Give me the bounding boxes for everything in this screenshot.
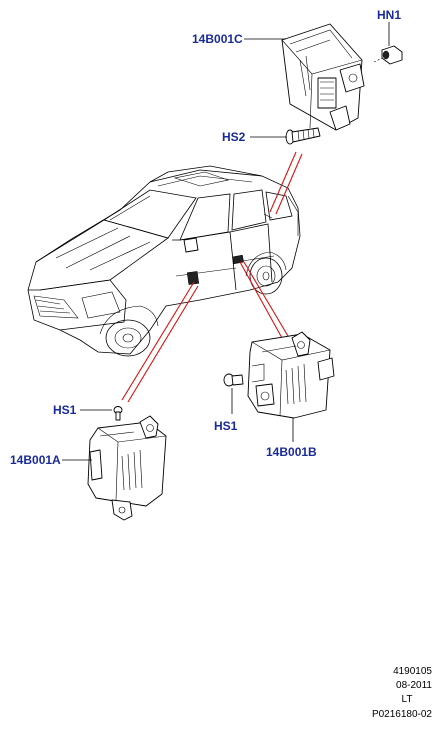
callout-14b001c: 14B001C	[192, 32, 243, 46]
module-14b001c	[281, 23, 365, 131]
module-14b001a	[87, 415, 167, 521]
ref-code: LT	[402, 694, 413, 705]
callout-hs1-right: HS1	[214, 419, 238, 433]
callout-hn1: HN1	[377, 8, 401, 22]
callout-leaders	[62, 22, 390, 461]
callout-hs2: HS2	[222, 130, 246, 144]
callout-14b001b: 14B001B	[266, 445, 317, 459]
callout-hs1-left: HS1	[53, 403, 77, 417]
ref-number: 4190105	[393, 666, 432, 677]
nut-hn1	[373, 45, 403, 65]
module-14b001b	[247, 331, 335, 419]
bolt-hs2	[285, 127, 321, 145]
screw-hs1-left	[113, 406, 123, 421]
ref-date: 08-2011	[396, 680, 432, 691]
callout-14b001a: 14B001A	[10, 453, 61, 467]
leader-lines-red	[121, 151, 303, 403]
ref-drawing-id: P0216180-02	[372, 709, 432, 720]
vehicle-illustration	[27, 165, 301, 357]
screw-hs1-right	[223, 373, 244, 387]
